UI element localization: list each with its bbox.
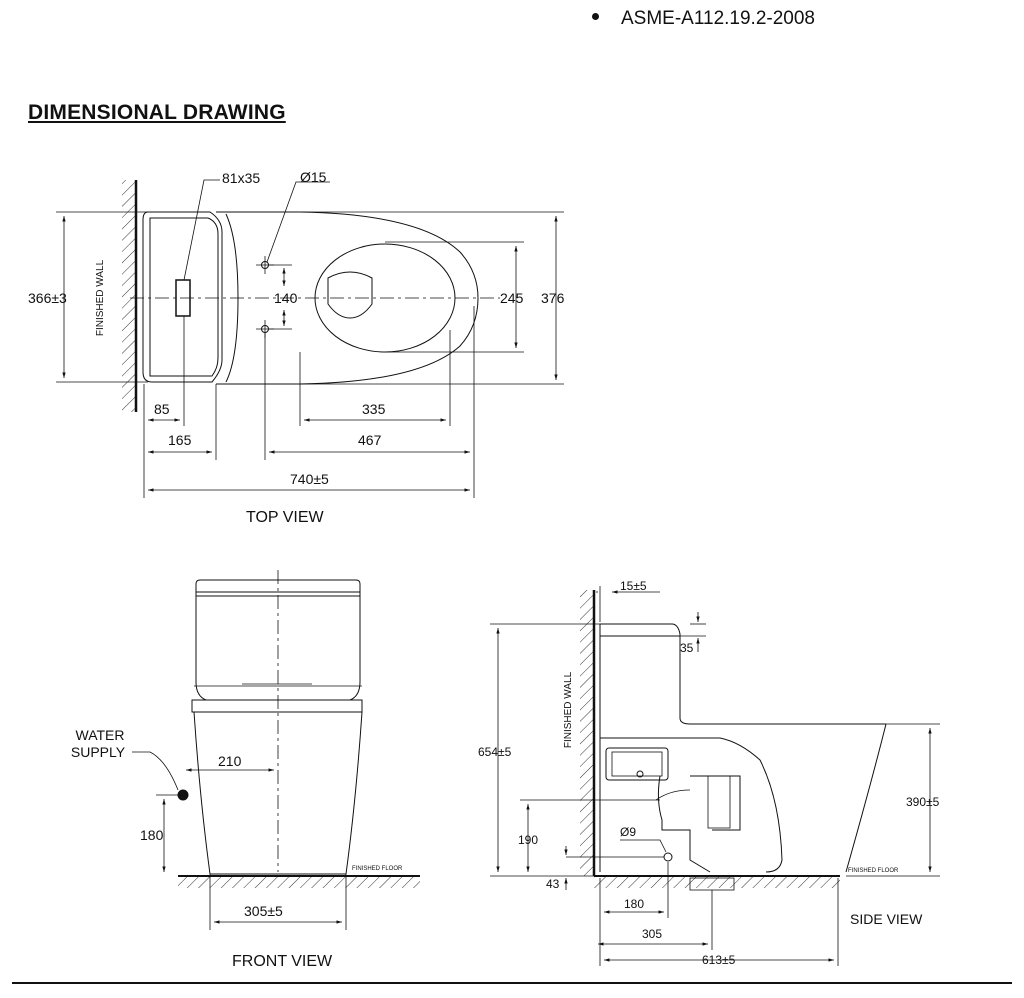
- front-view: [132, 570, 420, 930]
- bottom-rule: [12, 982, 1012, 984]
- side-wall-hatch: [580, 590, 594, 876]
- side-view-caption: SIDE VIEW: [850, 911, 923, 927]
- dim-15: 15±5: [620, 579, 647, 593]
- dim-85: 85: [154, 401, 170, 417]
- dim-366: 366±3: [28, 290, 67, 306]
- front-floor-label: FINISHED FLOOR: [352, 866, 403, 872]
- dim-front-180: 180: [140, 827, 164, 843]
- dim-654: 654±5: [478, 745, 512, 759]
- top-wall-hatch: [122, 180, 136, 412]
- dim-81x35: 81x35: [222, 170, 260, 186]
- dim-613: 613±5: [702, 953, 736, 967]
- side-bowl-front: [845, 723, 887, 873]
- dim-side-180: 180: [624, 897, 644, 911]
- dim-d15: Ø15: [300, 169, 327, 185]
- standard-text: ASME-A112.19.2-2008: [621, 8, 815, 29]
- dim-467: 467: [358, 432, 382, 448]
- dim-210: 210: [218, 753, 242, 769]
- dim-245: 245: [500, 290, 524, 306]
- side-trapway: [657, 775, 711, 873]
- front-pedestal: [193, 711, 363, 875]
- side-floor-label: FINISHED FLOOR: [848, 868, 899, 874]
- side-floor-hatch: [594, 876, 840, 888]
- side-inlet-circle: [663, 852, 673, 862]
- dim-d9: Ø9: [620, 825, 636, 839]
- dim-376: 376: [541, 290, 565, 306]
- dim-740: 740±5: [290, 471, 329, 487]
- standard-bullet: ASME-A112.19.2-2008: [592, 8, 815, 30]
- dim-front-305: 305±5: [244, 903, 283, 919]
- tank-outline: [142, 211, 223, 383]
- front-floor-hatch: [178, 876, 420, 888]
- dim-390: 390±5: [906, 795, 940, 809]
- water-supply-label-2: SUPPLY: [71, 744, 126, 760]
- top-view-caption: TOP VIEW: [246, 509, 325, 526]
- side-tank-outline: [599, 623, 886, 725]
- dim-side-305: 305: [642, 927, 662, 941]
- dim-35: 35: [680, 641, 694, 655]
- side-trap-seal: [707, 775, 731, 829]
- dim-335: 335: [362, 401, 386, 417]
- flush-outlet: [327, 271, 373, 319]
- side-view: [490, 586, 940, 966]
- water-supply-label-1: WATER: [76, 727, 125, 743]
- section-title: DIMENSIONAL DRAWING: [28, 101, 286, 124]
- dim-190: 190: [518, 833, 538, 847]
- side-wall-label: FINISHED WALL: [563, 671, 574, 748]
- top-view: [56, 179, 564, 498]
- dim-43: 43: [546, 877, 560, 891]
- bullet-dot-icon: [592, 13, 599, 21]
- dim-165: 165: [168, 432, 192, 448]
- front-tank-lid: [195, 579, 361, 593]
- bowl-outline: [216, 211, 479, 385]
- front-seat-band: [191, 699, 363, 713]
- tank-inner: [149, 217, 219, 377]
- front-view-caption: FRONT VIEW: [232, 953, 333, 970]
- side-bowl-inner: [600, 737, 783, 873]
- side-flush-box: [605, 747, 669, 781]
- top-wall-label: FINISHED WALL: [95, 259, 106, 336]
- dim-140: 140: [274, 290, 298, 306]
